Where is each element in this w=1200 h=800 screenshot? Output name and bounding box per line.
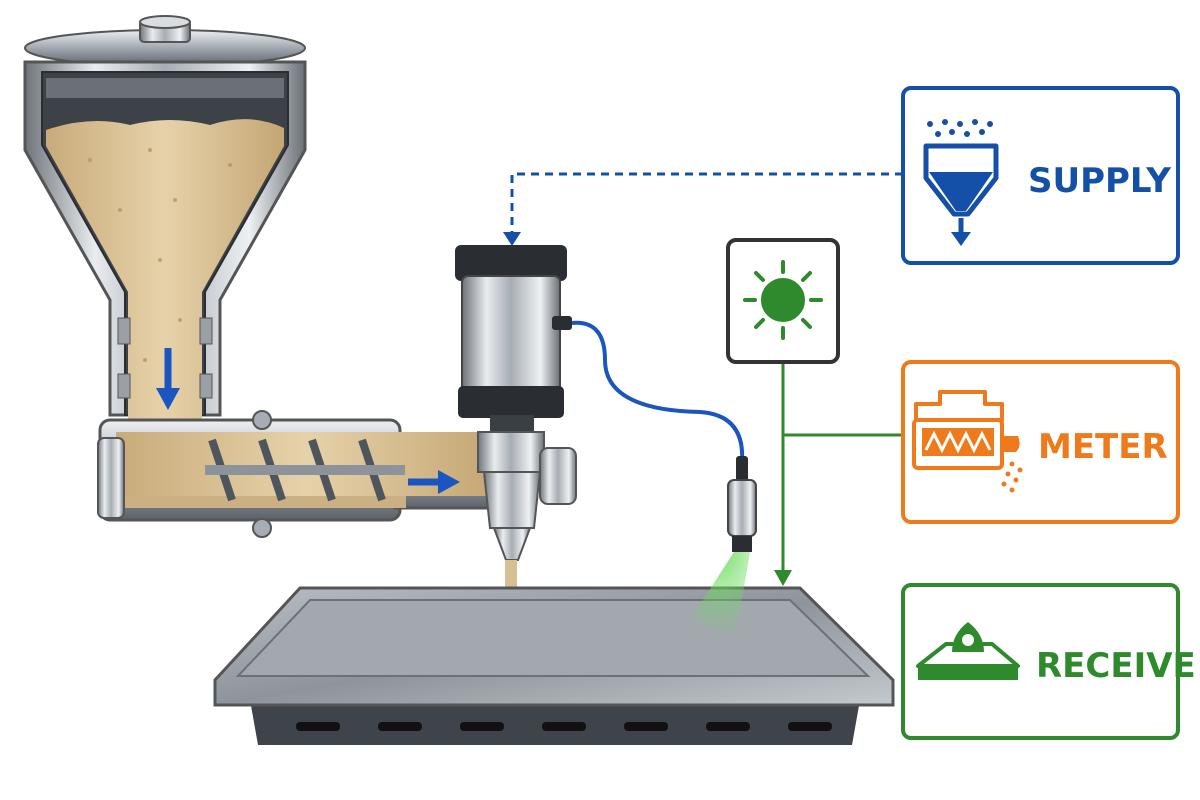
metering-valve [455,245,577,561]
down-flow-arrow-icon [156,348,180,410]
metering-pump-icon [912,390,1023,493]
sensor-cable [571,320,745,463]
receive-signal-line [781,362,903,572]
hopper-icon [923,119,999,246]
supply-label: SUPPLY [1028,161,1171,201]
optical-sensor-head [690,456,757,640]
light-sensor-box [726,238,840,364]
light-sensor-icon [743,260,823,340]
supply-signal-line [510,172,903,236]
supply-arrow-icon [503,232,521,246]
receiving-tray [213,586,895,745]
auger-barrel [97,410,497,538]
receive-label: RECEIVE [1036,646,1196,686]
receive-arrow-icon [774,570,792,586]
deposit-tray-icon [916,622,1020,680]
meter-panel: METER [901,360,1180,524]
supply-panel: SUPPLY [901,86,1180,265]
receive-panel: RECEIVE [901,583,1196,740]
hopper [23,15,307,420]
right-flow-arrow-icon [408,470,460,494]
meter-label: METER [1038,427,1168,467]
